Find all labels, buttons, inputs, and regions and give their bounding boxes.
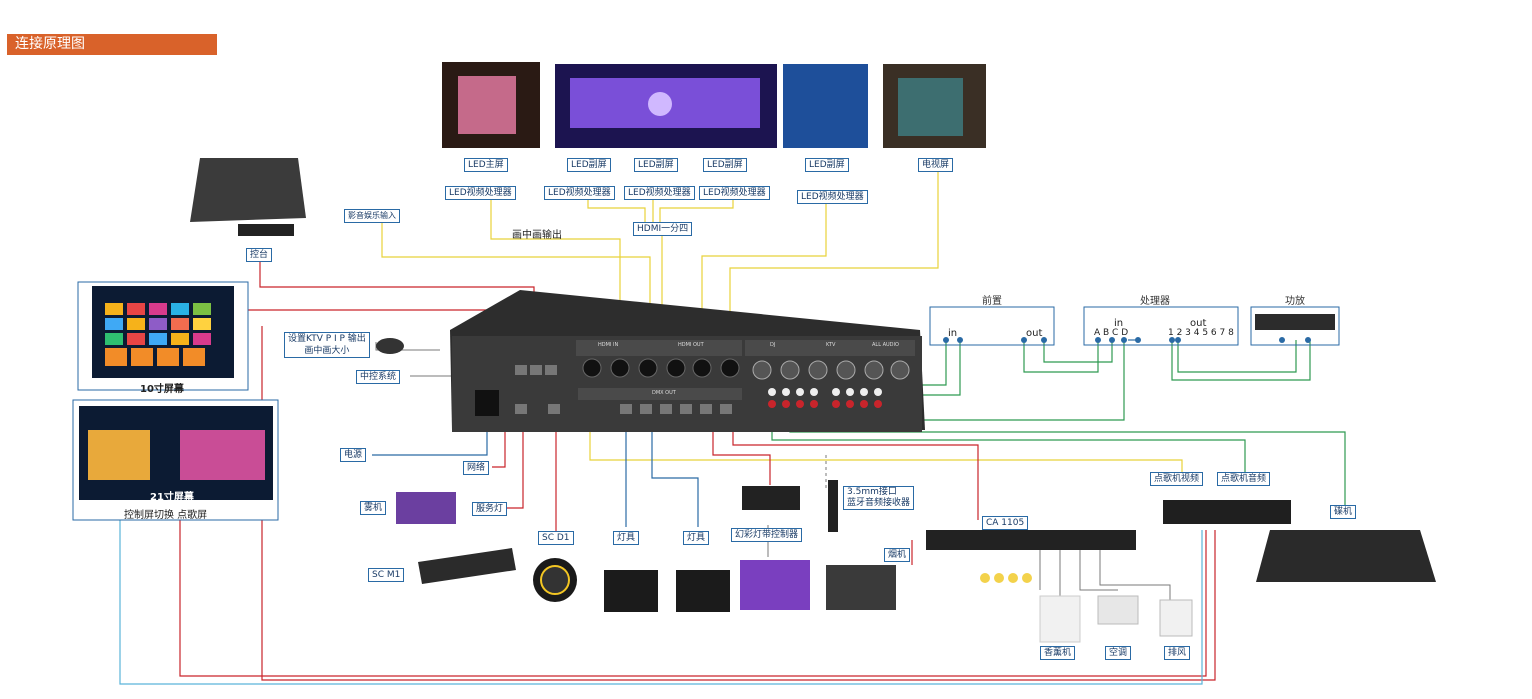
label-vod-audio: 点歌机音频 bbox=[1217, 472, 1271, 486]
aroma-image bbox=[1039, 595, 1081, 643]
dj-controller-image bbox=[1256, 530, 1436, 582]
label-led-sub1: LED副屏 bbox=[567, 158, 611, 172]
label-led-sub4: LED副屏 bbox=[805, 158, 849, 172]
label-fixture1: 灯具 bbox=[613, 531, 640, 545]
label-fog: 雾机 bbox=[360, 501, 387, 515]
panel-hdmi-in: HDMI IN bbox=[598, 342, 619, 348]
ca1105-image bbox=[926, 530, 1136, 550]
label-hdmi-split: HDMI一分四 bbox=[633, 222, 693, 236]
smoke-machine-image bbox=[826, 565, 896, 610]
label-proc-inputs: A B C D bbox=[1094, 328, 1129, 338]
label-ribbon: 幻彩灯带控制器 bbox=[731, 528, 803, 542]
label-sc-d1: SC D1 bbox=[538, 531, 574, 545]
panel-ktv: KTV bbox=[826, 342, 836, 348]
label-ca1105: CA 1105 bbox=[982, 516, 1029, 530]
page-title: 连接原理图 bbox=[7, 34, 217, 55]
processor-box bbox=[1083, 306, 1239, 346]
label-proc-in: in bbox=[1114, 318, 1124, 329]
label-network: 网络 bbox=[463, 461, 490, 475]
sc-m1-image bbox=[418, 548, 516, 584]
label-pre-in: in bbox=[948, 328, 958, 339]
aircon-image bbox=[1097, 595, 1139, 625]
label-processor-2: LED视频处理器 bbox=[544, 186, 615, 200]
label-power: 电源 bbox=[340, 448, 367, 462]
bt-line2: 蓝牙音频接收器 bbox=[847, 498, 911, 508]
label-processor-1: LED视频处理器 bbox=[445, 186, 516, 200]
label-pip-set: 设置KTV P I P 输出 画中画大小 bbox=[284, 332, 370, 358]
label-proc-out: out bbox=[1190, 318, 1207, 329]
label-smoke: 烟机 bbox=[884, 548, 911, 562]
amp-image bbox=[1255, 314, 1335, 330]
panel-all-audio: ALL AUDIO bbox=[872, 342, 899, 348]
label-processor-5: LED视频处理器 bbox=[797, 190, 868, 204]
ribbon-image bbox=[740, 560, 810, 610]
mouse-icon bbox=[376, 338, 404, 354]
label-service-light: 服务灯 bbox=[472, 502, 508, 516]
label-sc-m1: SC M1 bbox=[368, 568, 405, 582]
bt-receiver-image bbox=[828, 480, 838, 532]
console-image bbox=[190, 158, 306, 222]
label-switch-caption: 控制屏切换 点歌屏 bbox=[124, 510, 208, 521]
label-amp: 功放 bbox=[1285, 296, 1305, 307]
label-ktv-input: 影音娱乐输入 bbox=[344, 209, 400, 223]
label-pre-out: out bbox=[1026, 328, 1043, 339]
pip-set-line1: 设置KTV P I P 输出 bbox=[288, 334, 366, 344]
label-proc: 处理器 bbox=[1140, 296, 1170, 307]
label-exhaust: 排风 bbox=[1164, 646, 1191, 660]
bt-line1: 3.5mm接口 bbox=[847, 487, 897, 497]
label-led-sub2: LED副屏 bbox=[634, 158, 678, 172]
fog-machine-image bbox=[396, 492, 456, 524]
ribbon-controller-image bbox=[742, 486, 800, 510]
label-proc-outputs: 1 2 3 4 5 6 7 8 bbox=[1168, 328, 1234, 338]
amp-box bbox=[1250, 306, 1340, 346]
label-processor-4: LED视频处理器 bbox=[699, 186, 770, 200]
label-screen10: 10寸屏幕 bbox=[140, 384, 184, 395]
label-pip-output: 画中画输出 bbox=[512, 230, 562, 241]
label-aircon: 空调 bbox=[1105, 646, 1132, 660]
pip-set-line2: 画中画大小 bbox=[304, 346, 350, 356]
label-aroma: 香薰机 bbox=[1040, 646, 1076, 660]
label-pre: 前置 bbox=[982, 296, 1002, 307]
exhaust-image bbox=[1159, 599, 1193, 637]
main-controller-device bbox=[450, 290, 925, 432]
led-sub4-image bbox=[783, 64, 868, 148]
label-fixture2: 灯具 bbox=[683, 531, 710, 545]
label-screen21: 21寸屏幕 bbox=[150, 492, 194, 503]
panel-dmx-out: DMX OUT bbox=[652, 390, 676, 396]
fixture1-image bbox=[604, 570, 658, 612]
label-led-main: LED主屏 bbox=[464, 158, 508, 172]
label-processor-3: LED视频处理器 bbox=[624, 186, 695, 200]
preamp-box bbox=[929, 306, 1055, 346]
label-console: 控台 bbox=[246, 248, 273, 262]
fixture2-image bbox=[676, 570, 730, 612]
label-tv: 电视屏 bbox=[918, 158, 954, 172]
label-vod-video: 点歌机视频 bbox=[1150, 472, 1204, 486]
panel-dj: DJ bbox=[770, 342, 776, 348]
vod-player-image bbox=[1163, 500, 1291, 524]
label-central-control: 中控系统 bbox=[356, 370, 401, 384]
label-dj: 碟机 bbox=[1330, 505, 1357, 519]
label-bt: 3.5mm接口 蓝牙音频接收器 bbox=[843, 486, 915, 510]
panel-hdmi-out: HDMI OUT bbox=[678, 342, 704, 348]
label-led-sub3: LED副屏 bbox=[703, 158, 747, 172]
